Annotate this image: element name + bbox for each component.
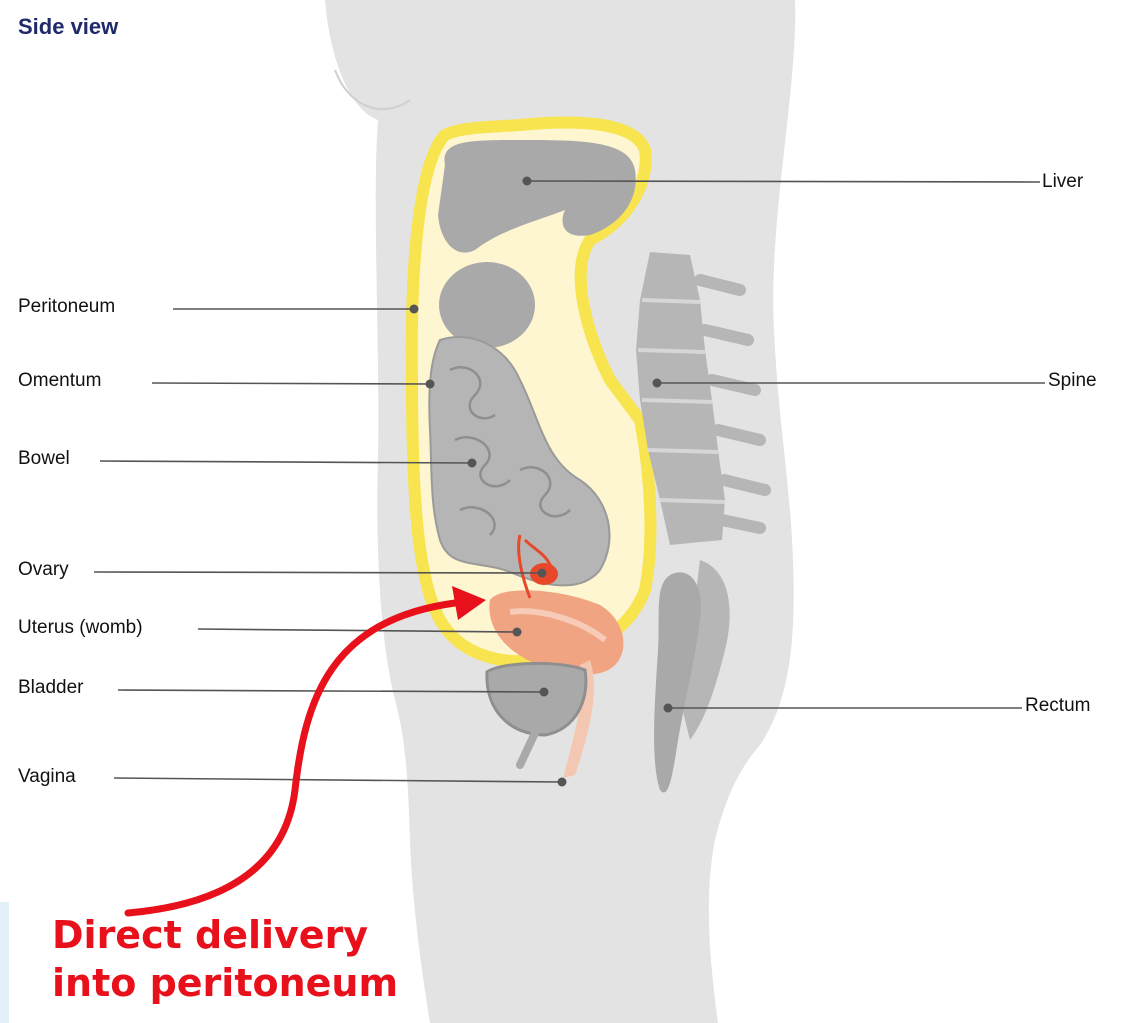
stomach <box>439 262 535 348</box>
callout-line-1: Direct delivery <box>52 912 398 960</box>
dot-omentum <box>426 380 435 389</box>
dot-bladder <box>540 688 549 697</box>
leader-omentum <box>152 383 430 384</box>
dot-peritoneum <box>410 305 419 314</box>
label-omentum: Omentum <box>18 371 101 390</box>
label-rectum: Rectum <box>1025 696 1090 715</box>
leader-liver <box>527 181 1040 182</box>
dot-uterus <box>513 628 522 637</box>
label-ovary: Ovary <box>18 560 69 579</box>
dot-liver <box>523 177 532 186</box>
dot-spine <box>653 379 662 388</box>
callout-text: Direct delivery into peritoneum <box>52 912 398 1007</box>
label-spine: Spine <box>1048 371 1097 390</box>
dot-rectum <box>664 704 673 713</box>
label-vagina: Vagina <box>18 767 76 786</box>
label-liver: Liver <box>1042 172 1083 191</box>
view-title: Side view <box>18 14 118 40</box>
dot-vagina <box>558 778 567 787</box>
dot-bowel <box>468 459 477 468</box>
dot-ovary <box>538 569 547 578</box>
leader-ovary <box>94 572 542 573</box>
label-bowel: Bowel <box>18 449 70 468</box>
callout-line-2: into peritoneum <box>52 960 398 1008</box>
label-peritoneum: Peritoneum <box>18 297 115 316</box>
label-bladder: Bladder <box>18 678 84 697</box>
label-uterus: Uterus (womb) <box>18 618 143 637</box>
